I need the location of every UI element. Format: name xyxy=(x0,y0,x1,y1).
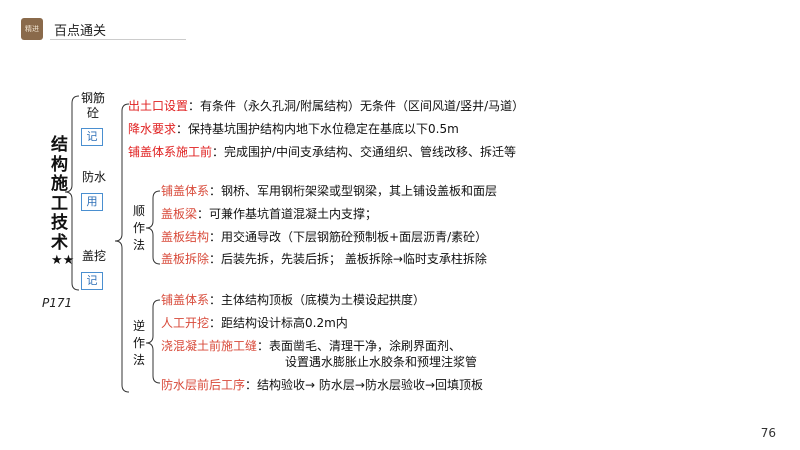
item-spoil-opening: 出土口设置：有条件（永久孔洞/附属结构）无条件（区间风道/竖井/马道） xyxy=(128,99,525,113)
page-reference: P171 xyxy=(42,296,73,310)
header-divider xyxy=(50,39,186,40)
tag-yong: 用 xyxy=(81,193,103,211)
tag-ji-1: 记 xyxy=(81,128,103,146)
shun-bracket xyxy=(145,190,161,265)
label-shun: 顺作法 xyxy=(132,204,145,252)
ni-item-manual-excavation: 人工开挖：距结构设计标高0.2m内 xyxy=(161,316,348,330)
shun-item-cover-removal: 盖板拆除：后装先拆，先装后拆； 盖板拆除→临时支承柱拆除 xyxy=(161,252,487,266)
shun-item-cover-structure: 盖板结构：用交通导改（下层钢筋砼预制板+面层沥青/素砼） xyxy=(161,230,488,244)
shun-item-cover-system: 铺盖体系：钢桥、军用钢桁架梁或型钢梁，其上铺设盖板和面层 xyxy=(161,184,498,198)
header-title: 百点通关 xyxy=(54,24,107,39)
item-dewatering: 降水要求：保持基坑围护结构内地下水位稳定在基底以下0.5m xyxy=(128,122,459,136)
ni-bracket xyxy=(145,299,161,384)
shun-item-cover-beam: 盖板梁：可兼作基坑首道混凝土内支撑； xyxy=(161,207,378,221)
main-title: 结构施工技术 xyxy=(51,135,68,253)
rating-stars: ★★ xyxy=(51,253,75,268)
logo: 精进 xyxy=(21,18,43,40)
ni-item-construction-joint: 浇混凝土前施工缝：表面凿毛、清理干净，涂刷界面剂、 xyxy=(161,339,462,353)
category-waterproof: 防水 xyxy=(81,170,106,184)
ni-item-construction-joint-cont: 设置遇水膨胀止水胶条和预埋注浆管 xyxy=(285,355,478,369)
category-steel-concrete: 钢筋砼 xyxy=(80,91,105,120)
ni-item-cover-system: 铺盖体系：主体结构顶板（底模为土模设起拱度） xyxy=(161,293,426,307)
item-before-cover: 铺盖体系施工前：完成围护/中间支承结构、交通组织、管线改移、拆迁等 xyxy=(128,145,517,159)
label-ni: 逆作法 xyxy=(132,319,145,367)
page-number: 76 xyxy=(760,426,776,440)
category-cover-excavation: 盖挖 xyxy=(81,249,106,263)
tag-ji-2: 记 xyxy=(81,272,103,290)
category-bracket xyxy=(114,103,130,393)
main-bracket xyxy=(64,95,80,291)
ni-item-waterproof-sequence: 防水层前后工序：结构验收→ 防水层→防水层验收→回填顶板 xyxy=(161,378,483,392)
